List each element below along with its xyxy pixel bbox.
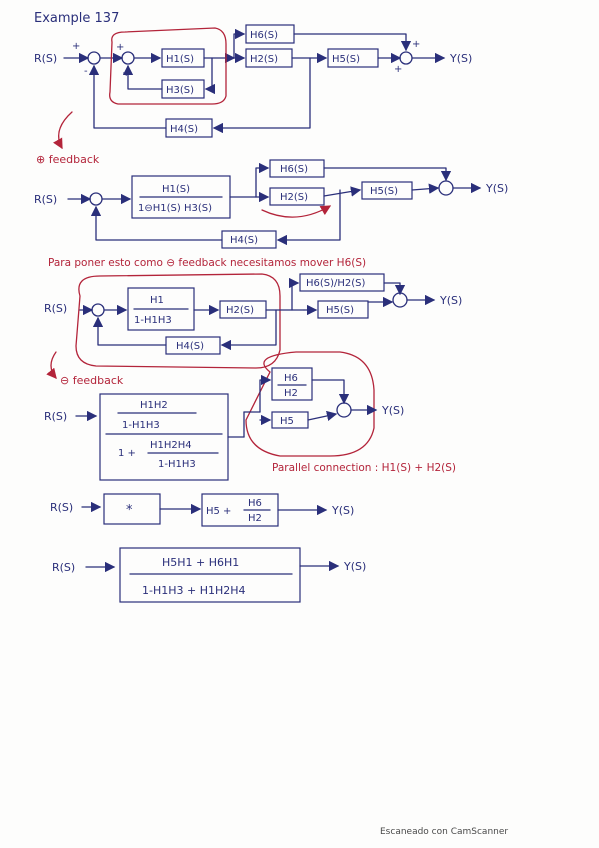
d5-h5-plus: H5 + xyxy=(206,506,231,517)
d2-block-h4-label: H4(S) xyxy=(230,235,258,246)
d1-summing-junction-3 xyxy=(399,51,413,65)
d4-big-den-num: H1H2H4 xyxy=(150,440,192,451)
d4-big-den-one: 1 + xyxy=(118,448,136,459)
d4-input-label: R(S) xyxy=(44,410,67,423)
d2-summing-junction-2 xyxy=(438,180,454,196)
note-move-block: Para poner esto como ⊖ feedback necesita… xyxy=(48,257,366,269)
label-positive-feedback: ⊕ feedback xyxy=(36,153,100,166)
d1-summing-junction-2 xyxy=(121,51,135,65)
d2-output-label: Y(S) xyxy=(485,182,508,195)
d1-block-h2-label: H2(S) xyxy=(250,54,278,65)
diagram-3: R(S) H1 1-H1H3 H2(S) H6(S)/H2(S) H5(S) Y… xyxy=(44,273,462,379)
d4-par-h5: H5 xyxy=(280,416,294,427)
label-parallel-connection: Parallel connection : H1(S) + H2(S) xyxy=(272,462,456,474)
d2-summing-junction-1 xyxy=(89,192,103,206)
d6-block-final xyxy=(119,547,301,603)
d1-block-h5-label: H5(S) xyxy=(332,54,360,65)
scanner-footer: Escaneado con CamScanner xyxy=(380,827,508,837)
d1-output-label: Y(S) xyxy=(449,52,472,65)
d1-red-outline xyxy=(109,27,227,105)
label-negative-feedback: ⊖ feedback xyxy=(60,374,124,387)
diagram-1: R(S) + - + + H1(S) H3(S) H6(S) H2(S) H5(… xyxy=(34,24,472,150)
page-title: Example 137 xyxy=(34,11,119,26)
d2-block-main-den: 1⊖H1(S) H3(S) xyxy=(138,203,212,214)
d1-summing-junction-1 xyxy=(87,51,101,65)
d6-denominator: 1-H1H3 + H1H2H4 xyxy=(142,584,246,597)
d4-big-den-den: 1-H1H3 xyxy=(158,459,196,470)
diagram-4: R(S) H1H2 1-H1H3 1 + H1H2H4 1-H1H3 H6 H2… xyxy=(44,351,404,481)
d6-numerator: H5H1 + H6H1 xyxy=(162,556,239,569)
d6-input-label: R(S) xyxy=(52,561,75,574)
d1-block-h6-label: H6(S) xyxy=(250,30,278,41)
d2-block-main-num: H1(S) xyxy=(162,184,190,195)
d4-par-den: H2 xyxy=(284,388,298,399)
d1-block-h1-label: H1(S) xyxy=(166,54,194,65)
d2-input-label: R(S) xyxy=(34,193,57,206)
d5-frac-num: H6 xyxy=(248,498,262,509)
d3-block-h4-label: H4(S) xyxy=(176,341,204,352)
d3-block-main-num: H1 xyxy=(150,295,164,306)
d3-block-h5 xyxy=(317,300,369,319)
d1-block-h4-label: H4(S) xyxy=(170,124,198,135)
d3-block-h2-label: H2(S) xyxy=(226,305,254,316)
d5-frac-den: H2 xyxy=(248,513,262,524)
d6-output-label: Y(S) xyxy=(343,560,366,573)
d4-summing-junction xyxy=(336,402,352,418)
d4-par-num: H6 xyxy=(284,373,298,384)
d3-input-label: R(S) xyxy=(44,302,67,315)
d3-block-main-den: 1-H1H3 xyxy=(134,315,172,326)
d2-block-h6-label: H6(S) xyxy=(280,164,308,175)
d1-sign-plus: + xyxy=(72,41,80,52)
d3-red-outline xyxy=(75,273,281,369)
d1-sign-plus-3b: + xyxy=(394,64,402,75)
d4-output-label: Y(S) xyxy=(381,404,404,417)
d3-block-h6-over-h2-label: H6(S)/H2(S) xyxy=(306,278,366,289)
diagram-5: R(S) * H5 + H6 H2 Y(S) xyxy=(50,493,354,527)
d4-red-outline xyxy=(245,351,375,457)
d1-sign-plus-2b: + xyxy=(122,68,130,79)
d4-big-num-den: 1-H1H3 xyxy=(122,420,160,431)
d3-block-h5-label: H5(S) xyxy=(326,305,354,316)
d1-sign-plus-3: + xyxy=(412,39,420,50)
d1-sign-minus: - xyxy=(84,66,88,77)
d3-summing-junction-1 xyxy=(91,303,105,317)
d1-sign-plus-2: + xyxy=(116,42,124,53)
d3-block-main xyxy=(127,287,195,331)
d4-big-num-num: H1H2 xyxy=(140,400,168,411)
d3-summing-junction-2 xyxy=(392,292,408,308)
d1-block-h3-label: H3(S) xyxy=(166,85,194,96)
d5-output-label: Y(S) xyxy=(331,504,354,517)
d5-star: * xyxy=(126,503,133,518)
d5-input-label: R(S) xyxy=(50,501,73,514)
d2-block-h5-label: H5(S) xyxy=(370,186,398,197)
d1-input-label: R(S) xyxy=(34,52,57,65)
diagram-2: R(S) H1(S) 1⊖H1(S) H3(S) H6(S) H2(S) H5(… xyxy=(34,159,508,249)
diagram-6: R(S) H5H1 + H6H1 1-H1H3 + H1H2H4 Y(S) xyxy=(52,547,366,603)
d2-block-h2-label: H2(S) xyxy=(280,192,308,203)
d3-output-label: Y(S) xyxy=(439,294,462,307)
d4-block-h6-over-h2 xyxy=(271,367,313,401)
